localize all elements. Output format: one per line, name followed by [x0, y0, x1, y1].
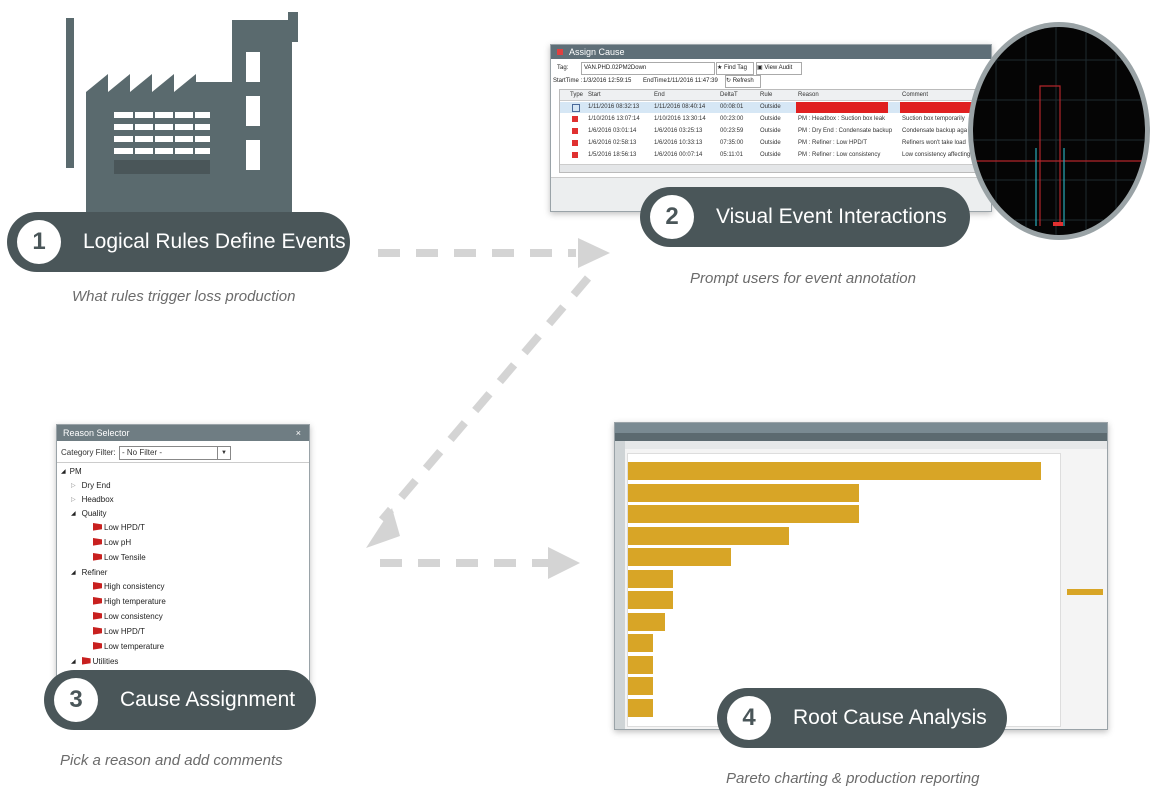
pareto-bar[interactable]	[628, 612, 665, 631]
tree-item-dry-end[interactable]: ▷Dry End	[71, 481, 111, 490]
flag-icon	[81, 657, 91, 665]
pareto-bar[interactable]	[628, 634, 653, 652]
tag-input[interactable]: VAN.PHD.02PM2Down	[581, 62, 715, 75]
pareto-bar[interactable]	[628, 677, 653, 695]
step-caption-2: Prompt users for event annotation	[690, 270, 916, 287]
flag-icon	[93, 627, 102, 635]
arrow-head-1-to-2	[578, 238, 610, 268]
events-table: Type Start End DeltaT Rule Reason Commen…	[559, 89, 991, 173]
col-comment: Comment	[902, 92, 929, 98]
reason-selector-titlebar: Reason Selector ×	[57, 425, 309, 441]
horizontal-scrollbar[interactable]	[560, 164, 990, 172]
step-2-pill: 2 Visual Event Interactions	[640, 187, 970, 247]
tree-item-utilities[interactable]: ◢Utilities	[71, 657, 119, 666]
category-filter-label: Category Filter:	[61, 448, 116, 457]
assign-cause-title: Assign Cause	[569, 47, 625, 57]
step-number-4: 4	[727, 696, 771, 740]
table-row[interactable]: 1/11/2016 08:32:13 1/11/2016 08:40:14 00…	[560, 102, 990, 113]
flag-icon	[93, 597, 102, 605]
tree-item-headbox[interactable]: ▷Headbox	[71, 495, 114, 504]
report-left-panel	[615, 441, 625, 729]
chevron-down-icon[interactable]: ▼	[217, 447, 230, 459]
step-4-pill: 4 Root Cause Analysis	[717, 688, 1007, 748]
report-titlebar	[615, 423, 1107, 433]
col-deltat: DeltaT	[720, 92, 738, 98]
pareto-bar[interactable]	[628, 548, 731, 566]
tree-item-refiner[interactable]: ◢Refiner	[71, 568, 108, 577]
step-caption-4: Pareto charting & production reporting	[726, 770, 980, 787]
flag-icon	[93, 642, 102, 650]
col-type: Type	[570, 92, 584, 98]
step-number-2: 2	[650, 195, 694, 239]
flag-icon	[93, 538, 102, 546]
table-row[interactable]: 1/6/2016 02:58:13 1/6/2016 10:33:13 07:3…	[560, 138, 990, 149]
step-title-3: Cause Assignment	[120, 688, 296, 711]
end-time-label: EndTime :	[643, 78, 671, 84]
arrow-head-2-to-3	[366, 508, 400, 548]
report-toolbar	[625, 441, 1107, 449]
trend-zoom-circle	[968, 22, 1150, 240]
step-number-1: 1	[17, 220, 61, 264]
flag-icon	[93, 612, 102, 620]
step-title-2: Visual Event Interactions	[716, 205, 947, 228]
table-row[interactable]: 1/10/2016 13:07:14 1/10/2016 13:30:14 00…	[560, 114, 990, 125]
tree-item-low-hpdt[interactable]: Low HPD/T	[93, 523, 145, 532]
step-3-pill: 3 Cause Assignment	[44, 670, 316, 730]
tree-item-low-tensile[interactable]: Low Tensile	[93, 553, 146, 562]
step-title-4: Root Cause Analysis	[793, 706, 987, 729]
tag-label: Tag:	[557, 65, 569, 71]
flag-icon	[93, 582, 102, 590]
col-end: End	[654, 92, 665, 98]
pareto-bar[interactable]	[628, 483, 859, 502]
table-header: Type Start End DeltaT Rule Reason Commen…	[560, 90, 990, 101]
tree-item-pm[interactable]: ◢PM	[61, 467, 82, 476]
pareto-bar[interactable]	[628, 462, 1041, 480]
reason-selector-window: Reason Selector × Category Filter: - No …	[56, 424, 310, 692]
find-tag-button[interactable]: ★ Find Tag	[716, 62, 754, 75]
table-row[interactable]: 1/5/2016 18:56:13 1/6/2016 00:07:14 05:1…	[560, 150, 990, 161]
assign-cause-titlebar: Assign Cause	[551, 45, 991, 59]
pareto-bar[interactable]	[628, 655, 653, 674]
tree-item-quality[interactable]: ◢Quality	[71, 509, 107, 518]
col-reason: Reason	[798, 92, 819, 98]
table-row[interactable]: 1/6/2016 03:01:14 1/6/2016 03:25:13 00:2…	[560, 126, 990, 137]
pareto-bar[interactable]	[628, 591, 673, 609]
arrow-head-3-to-4	[548, 547, 580, 579]
step-caption-1: What rules trigger loss production	[72, 288, 296, 305]
close-icon[interactable]: ×	[295, 428, 301, 438]
factory-icon	[66, 12, 298, 227]
col-rule: Rule	[760, 92, 773, 98]
flag-icon	[93, 553, 102, 561]
col-start: Start	[588, 92, 601, 98]
view-audit-button[interactable]: ▣ View Audit	[756, 62, 802, 75]
step-caption-3: Pick a reason and add comments	[60, 752, 283, 769]
tree-item-low-temperature[interactable]: Low temperature	[93, 642, 164, 651]
start-time-label: StartTime :	[553, 78, 583, 84]
step-title-1: Logical Rules Define Events	[83, 230, 346, 253]
end-time-value[interactable]: 1/11/2016 11:47:39	[667, 78, 718, 84]
pareto-bar[interactable]	[628, 569, 673, 588]
step-number-3: 3	[54, 678, 98, 722]
tree-item-low-consistency[interactable]: Low consistency	[93, 612, 163, 621]
pareto-bar[interactable]	[628, 698, 653, 717]
pareto-bar[interactable]	[628, 505, 859, 523]
tree-item-high-consistency[interactable]: High consistency	[93, 582, 164, 591]
refresh-button[interactable]: ↻ Refresh	[725, 75, 761, 88]
category-filter-select[interactable]: - No Filter - ▼	[119, 446, 231, 460]
flag-icon	[93, 523, 102, 531]
step-1-pill: 1 Logical Rules Define Events	[7, 212, 350, 272]
tree-item-high-temperature[interactable]: High temperature	[93, 597, 166, 606]
tree-item-low-ph[interactable]: Low pH	[93, 538, 131, 547]
start-time-value[interactable]: 1/3/2016 12:59:15	[583, 78, 632, 84]
pareto-bar[interactable]	[628, 526, 789, 545]
report-legend-swatch	[1067, 589, 1103, 595]
tree-item-low-hpdt-refiner[interactable]: Low HPD/T	[93, 627, 145, 636]
report-menubar	[615, 433, 1107, 441]
reason-selector-title: Reason Selector	[63, 428, 130, 438]
